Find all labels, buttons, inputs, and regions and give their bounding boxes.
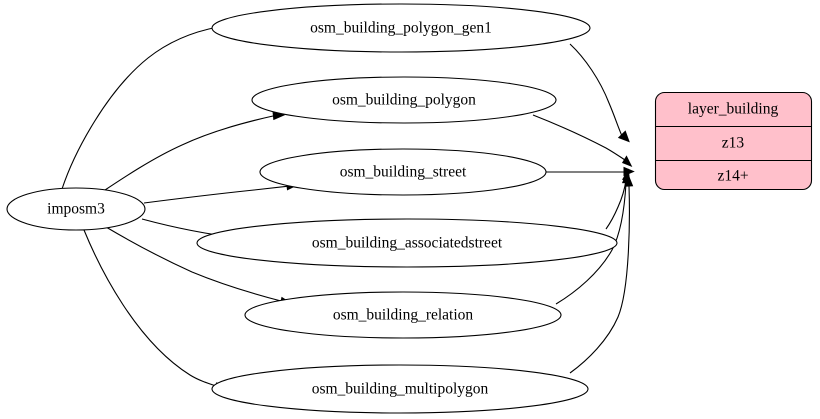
node-layer-building[interactable]: layer_building z13 z14+ <box>654 91 813 191</box>
node-layer-building-box <box>654 91 813 191</box>
node-osm-building-associatedstreet[interactable]: osm_building_associatedstreet <box>196 218 618 268</box>
node-osm-building-street-label: osm_building_street <box>340 164 467 181</box>
edge-osm-building-polygon-gen1-to-layer-z13 <box>569 43 630 143</box>
node-osm-building-street-shape <box>259 148 547 196</box>
edge-group-tables-to-layer <box>532 43 635 374</box>
node-imposm3-shape <box>6 187 146 231</box>
node-osm-building-relation-label: osm_building_relation <box>333 307 474 324</box>
node-osm-building-polygon-label: osm_building_polygon <box>332 92 476 109</box>
layer-building-z14plus-label: z14+ <box>717 168 748 185</box>
node-osm-building-multipolygon-shape <box>211 364 589 414</box>
edge-imposm3-to-osm-building-street <box>143 182 299 204</box>
node-osm-building-polygon-shape <box>251 76 557 124</box>
layer-building-z13-label: z13 <box>722 135 745 152</box>
node-osm-building-relation-shape <box>244 291 562 339</box>
node-osm-building-polygon-gen1-shape <box>211 3 591 53</box>
node-osm-building-polygon-gen1-label: osm_building_polygon_gen1 <box>310 20 492 37</box>
node-osm-building-polygon[interactable]: osm_building_polygon <box>251 76 557 124</box>
edge-imposm3-to-osm-building-polygon <box>101 111 286 193</box>
edge-osm-building-multipolygon-to-layer-z14plus <box>569 174 634 374</box>
node-osm-building-associatedstreet-shape <box>196 218 618 268</box>
edge-osm-building-street-to-layer-z14plus <box>546 166 635 177</box>
node-osm-building-multipolygon-label: osm_building_multipolygon <box>312 381 489 398</box>
node-osm-building-relation[interactable]: osm_building_relation <box>244 291 562 339</box>
node-osm-building-street[interactable]: osm_building_street <box>259 148 547 196</box>
node-imposm3[interactable]: imposm3 <box>6 187 146 231</box>
node-osm-building-multipolygon[interactable]: osm_building_multipolygon <box>211 364 589 414</box>
node-imposm3-label: imposm3 <box>47 201 105 218</box>
edge-osm-building-polygon-to-layer-z14plus <box>532 114 633 168</box>
node-osm-building-polygon-gen1[interactable]: osm_building_polygon_gen1 <box>211 3 591 53</box>
layer-building-name-label: layer_building <box>688 101 779 118</box>
node-osm-building-associatedstreet-label: osm_building_associatedstreet <box>312 235 503 252</box>
